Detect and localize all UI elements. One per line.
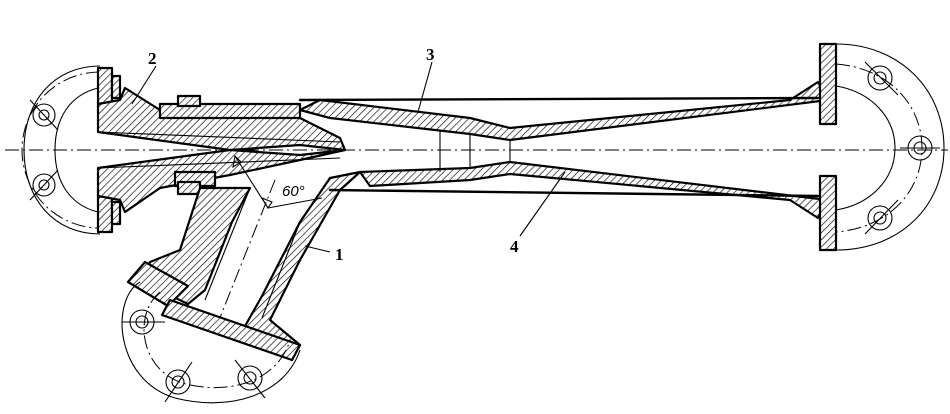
- part-labels: 2 3 1 4: [131, 45, 566, 264]
- right-outlet-flange: [818, 42, 945, 252]
- flange-bolt-hole: [867, 65, 893, 91]
- nozzle-part-2: [96, 86, 347, 214]
- left-inlet-flange: [21, 65, 122, 235]
- flange-bolt-hole: [165, 369, 191, 395]
- label-part-1: 1: [335, 245, 344, 264]
- label-part-4: 4: [510, 237, 519, 256]
- angle-dimension: 60°: [232, 154, 323, 210]
- label-part-3: 3: [426, 45, 435, 64]
- bottom-suction-flange: [121, 260, 302, 404]
- flange-bolt-hole: [237, 365, 263, 391]
- flange-bolt-hole: [867, 205, 893, 231]
- label-part-2: 2: [148, 49, 157, 68]
- flange-bolt-hole: [32, 173, 56, 197]
- angle-label: 60°: [282, 183, 305, 200]
- diffuser-part-3-4: [298, 80, 830, 220]
- flange-bolt-hole: [32, 103, 56, 127]
